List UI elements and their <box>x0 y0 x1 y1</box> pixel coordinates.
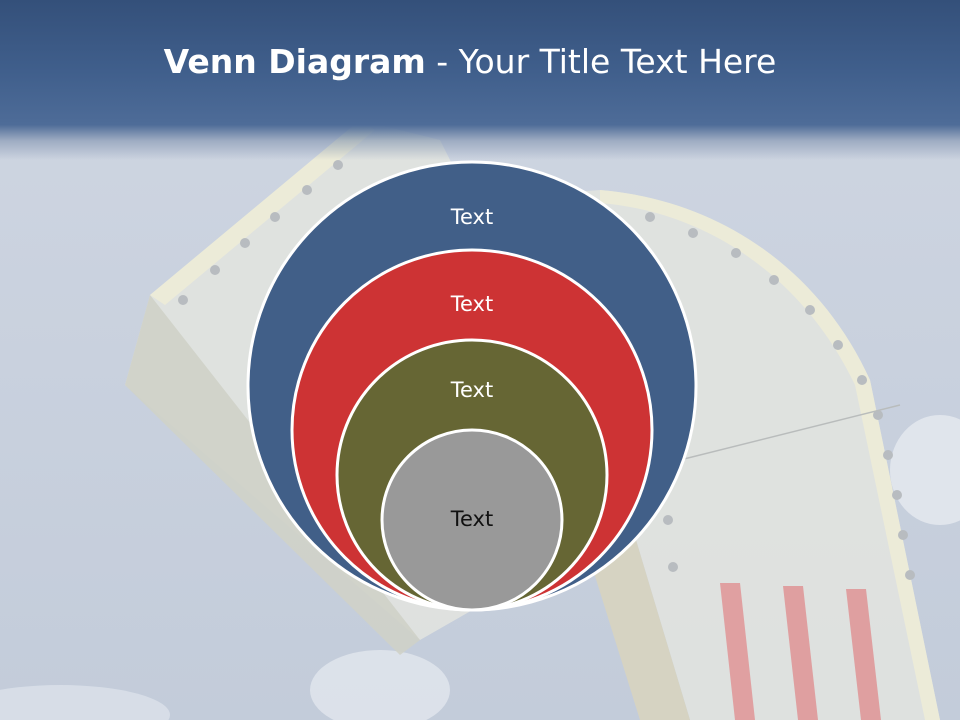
slide-title: Venn Diagram - Your Title Text Here <box>0 40 940 84</box>
slide-title-bold: Venn Diagram <box>163 42 426 81</box>
circle-inner <box>380 428 564 612</box>
circle-outer-label: Text <box>450 205 493 229</box>
circle-second-label: Text <box>450 292 493 316</box>
circle-inner-label: Text <box>450 507 493 531</box>
slide-title-rest: - Your Title Text Here <box>425 42 777 81</box>
title-band <box>0 0 960 160</box>
circle-third-label: Text <box>450 378 493 402</box>
